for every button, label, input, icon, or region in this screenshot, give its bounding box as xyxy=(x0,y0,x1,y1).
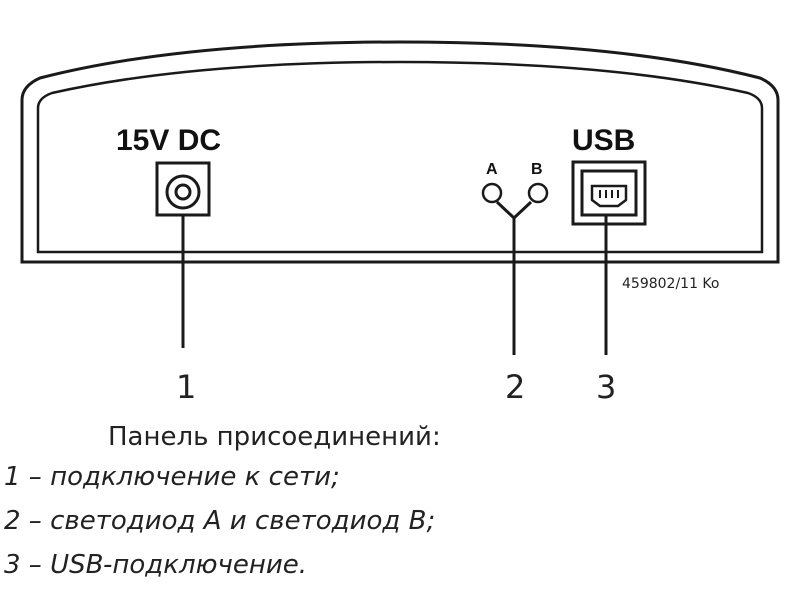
caption-title: Панель присоединений: xyxy=(108,422,441,452)
power-connector-label: 15V DC xyxy=(116,124,221,157)
callout-number-1: 1 xyxy=(176,368,196,406)
device-housing-inner xyxy=(36,60,764,254)
led-b-label: B xyxy=(531,161,543,178)
callout-number-3: 3 xyxy=(596,368,616,406)
reference-code: 459802/11 Ko xyxy=(622,276,719,292)
caption-item: 1 – подключение к сети; xyxy=(4,462,340,492)
led-b xyxy=(527,182,549,204)
usb-label: USB xyxy=(572,124,635,157)
power-socket xyxy=(155,161,211,217)
led-a xyxy=(481,182,503,204)
caption-item: 3 – USB-подключение. xyxy=(4,550,307,580)
caption-item: 2 – светодиод A и светодиод B; xyxy=(4,506,436,536)
callout-number-2: 2 xyxy=(505,368,525,406)
led-a-label: A xyxy=(486,161,498,178)
device-housing-outer xyxy=(20,40,780,264)
usb-port xyxy=(571,160,647,226)
connection-panel-diagram: 15V DC A B USB 459802/11 Ko 1 2 3 xyxy=(20,40,780,406)
leader-line-2 xyxy=(495,200,533,355)
